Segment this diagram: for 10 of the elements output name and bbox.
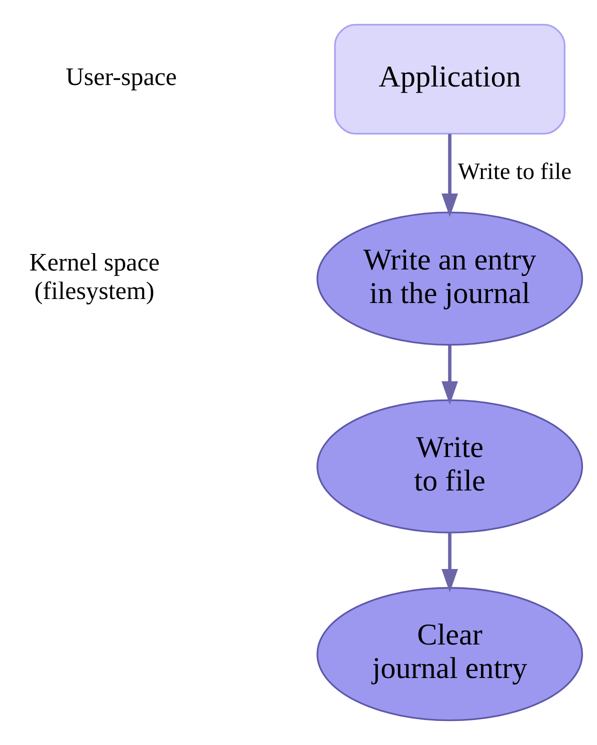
arrow	[442, 533, 458, 592]
edge-label: Write to file	[458, 159, 572, 186]
node-ellipse: Write an entry in the journal	[316, 212, 584, 346]
node-ellipse: Clear journal entry	[316, 587, 584, 722]
arrow	[442, 134, 458, 218]
label: User-space	[66, 64, 177, 92]
arrow	[442, 345, 458, 405]
label: Kernel space (filesystem)	[29, 249, 160, 305]
node-box: Application	[334, 24, 566, 134]
node-ellipse: Write to file	[316, 399, 584, 534]
